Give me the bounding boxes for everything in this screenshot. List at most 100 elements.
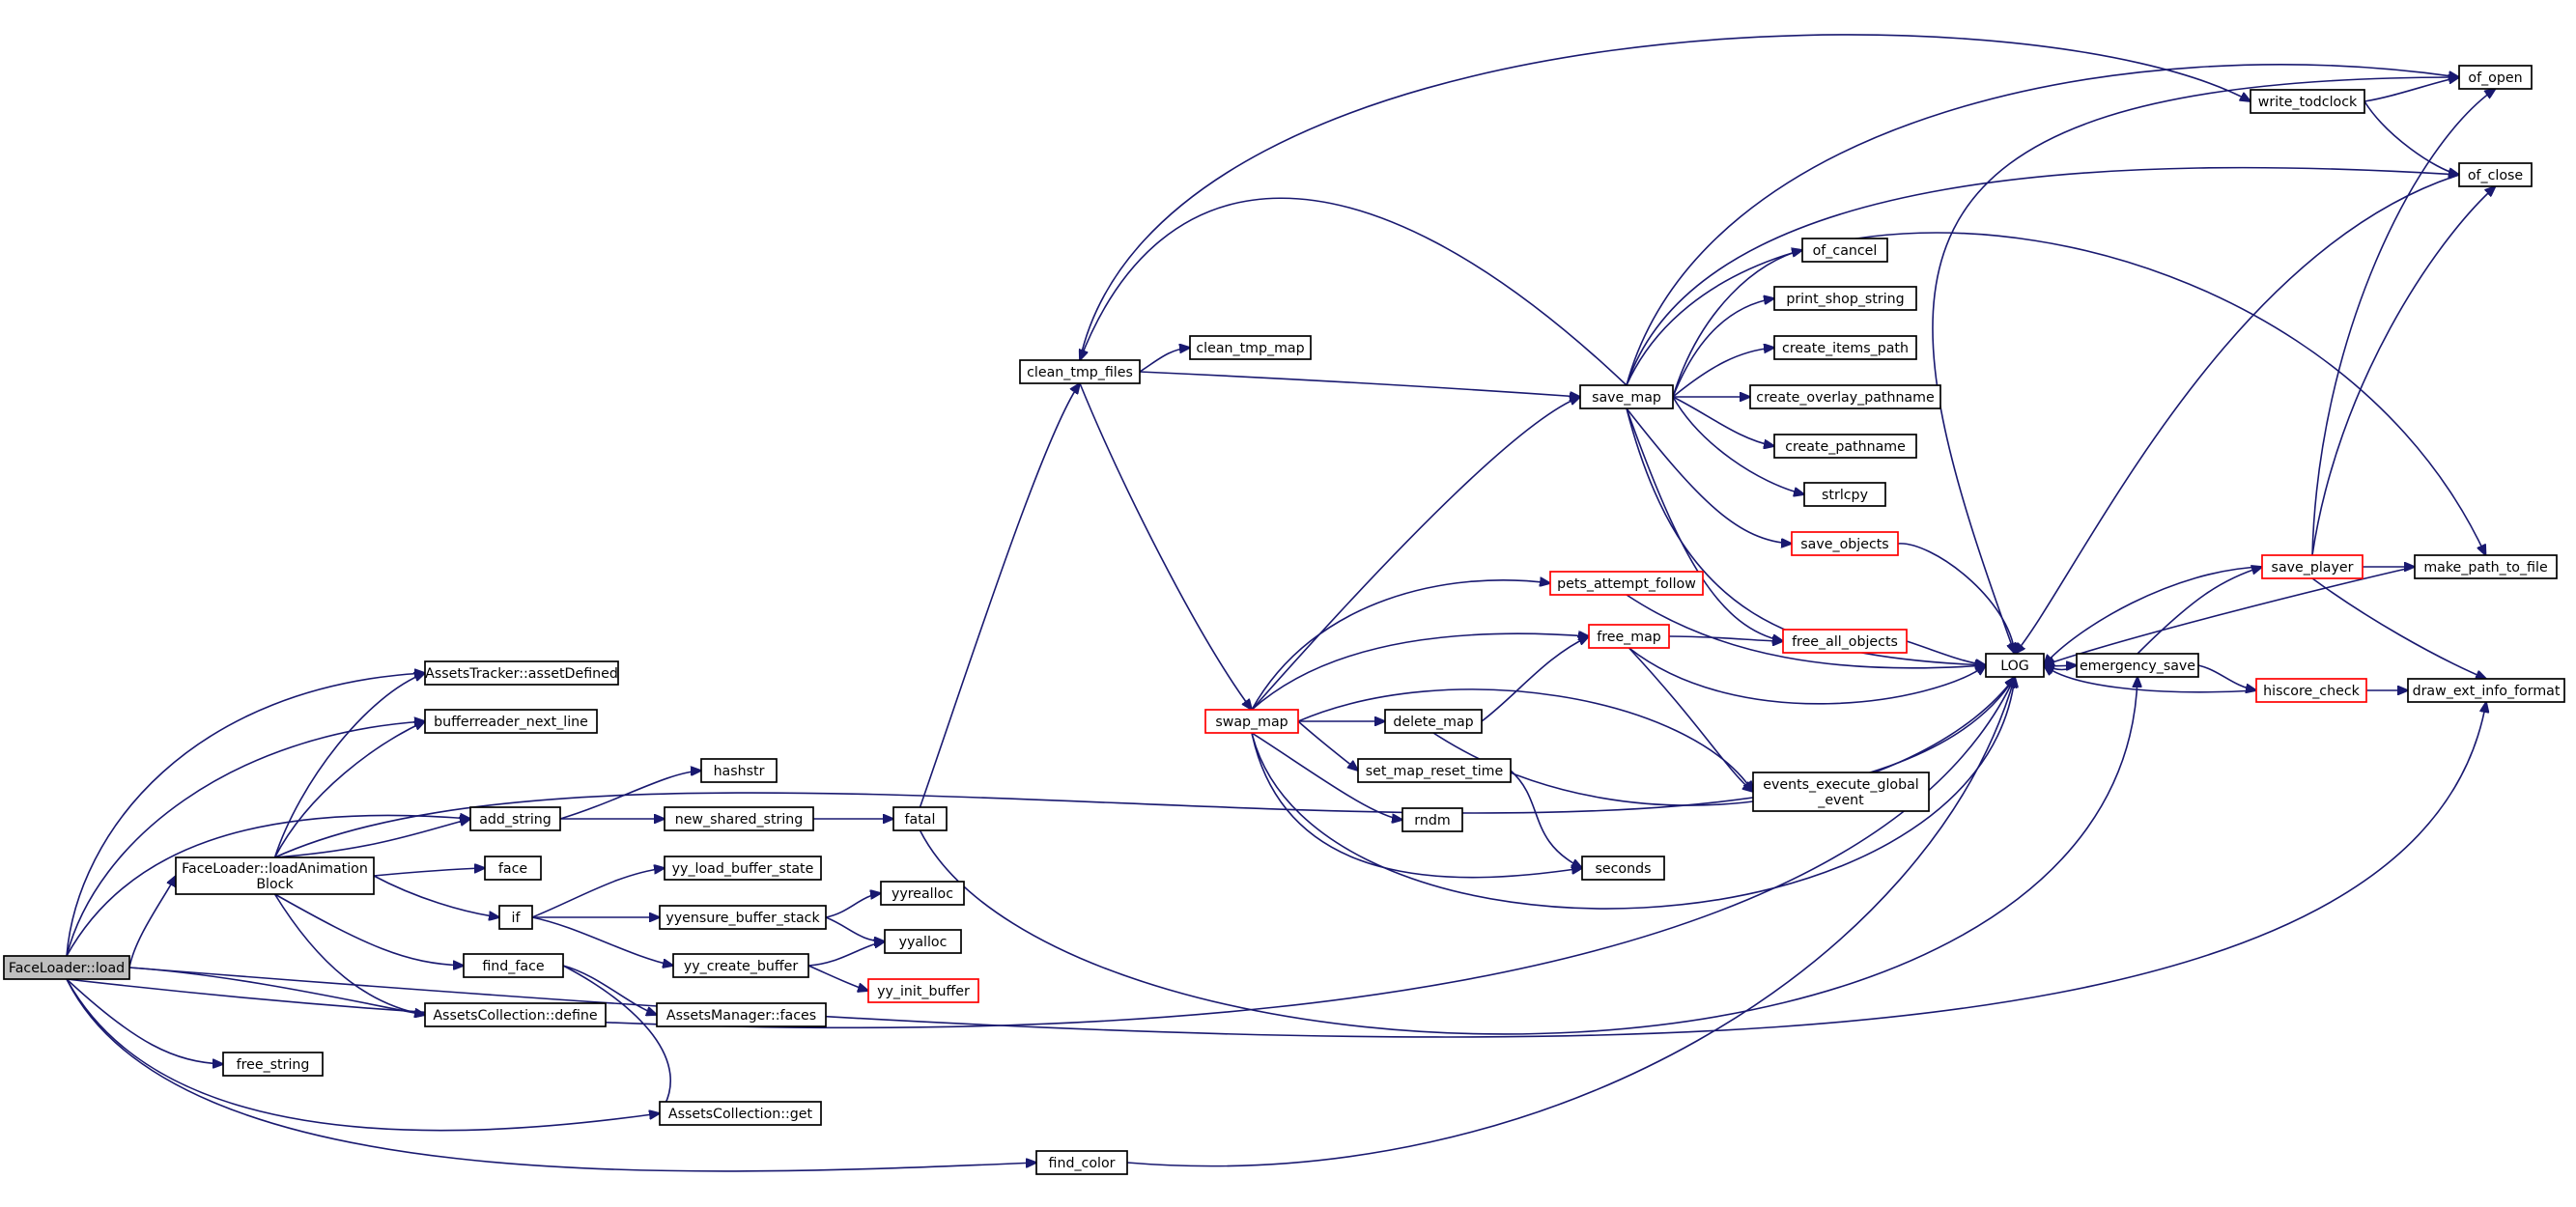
edge-root-to-free_string [66,978,223,1064]
node-label: face [498,861,527,877]
node-rndm[interactable]: rndm [1401,807,1463,832]
node-root[interactable]: FaceLoader::load [3,955,130,980]
node-yyrealloc[interactable]: yyrealloc [880,881,965,906]
edge-save_map-to-strlcpy [1672,396,1804,494]
edge-save_map-to-of_cancel [1672,250,1802,398]
node-free_map[interactable]: free_map [1588,624,1670,649]
node-if[interactable]: if [498,905,533,930]
node-label: of_close [2468,168,2523,183]
edge-save_player-to-draw_ext_info_format [2311,577,2486,679]
node-label: AssetsManager::faces [666,1008,816,1024]
node-label: emergency_save [2080,659,2195,674]
node-create_overlay_pathname[interactable]: create_overlay_pathname [1749,384,1941,409]
node-save_player[interactable]: save_player [2261,554,2364,579]
node-hashstr[interactable]: hashstr [700,758,778,783]
node-label-line2: Block [256,877,294,892]
node-of_open[interactable]: of_open [2458,65,2533,90]
node-create_pathname[interactable]: create_pathname [1773,434,1917,459]
node-strlcpy[interactable]: strlcpy [1803,482,1886,507]
edge-free_map-to-LOG [1628,647,1987,705]
node-save_objects[interactable]: save_objects [1791,531,1899,556]
node-label: hashstr [714,764,765,779]
node-box [2414,554,2558,579]
node-bufNextLine[interactable]: bufferreader_next_line [424,709,598,734]
node-label: events_execute_global [1763,777,1919,793]
edge-save_map-to-create_items_path [1672,348,1774,398]
node-write_todclock[interactable]: write_todclock [2250,89,2365,114]
node-box [1791,531,1899,556]
node-box [656,1002,827,1027]
node-make_path_to_file[interactable]: make_path_to_file [2414,554,2558,579]
node-box [469,806,561,831]
edge-save_map-to-print_shop_string [1672,298,1774,398]
node-free_all_objects[interactable]: free_all_objects [1782,629,1908,654]
node-print_shop_string[interactable]: print_shop_string [1773,286,1917,311]
edge-loadAnim-to-assetDefined [273,673,426,858]
node-label: swap_map [1215,715,1288,730]
edge-root-to-collGet [66,978,660,1132]
node-box [1749,384,1941,409]
node-box [463,953,564,978]
node-yy_create_buffer[interactable]: yy_create_buffer [672,953,809,978]
edge-clean_tmp_files-to-save_map [1139,371,1580,397]
node-box [484,856,542,881]
node-save_map[interactable]: save_map [1579,384,1674,409]
edges-layer [66,34,2496,1172]
node-draw_ext_info_format[interactable]: draw_ext_info_format [2407,678,2565,703]
node-LOG[interactable]: LOG [1985,653,2045,678]
node-set_map_reset_time[interactable]: set_map_reset_time [1357,758,1512,783]
node-fatal[interactable]: fatal [892,806,948,831]
edge-save_player-to-of_close [2311,186,2496,556]
edge-if-to-yy_load_buffer_state [531,868,665,918]
node-find_color[interactable]: find_color [1035,1150,1128,1175]
node-emergency_save[interactable]: emergency_save [2076,653,2199,678]
node-label: create_items_path [1782,341,1909,356]
node-collGet[interactable]: AssetsCollection::get [659,1101,822,1126]
node-hiscore_check[interactable]: hiscore_check [2255,678,2367,703]
edge-clean_tmp_files-to-clean_tmp_map [1139,348,1190,373]
node-events_execute_global_event[interactable]: events_execute_global_event [1752,772,1930,812]
node-clean_tmp_map[interactable]: clean_tmp_map [1189,335,1312,360]
node-label: yyrealloc [892,886,953,902]
node-assetDefined[interactable]: AssetsTracker::assetDefined [424,660,619,686]
node-new_shared_string[interactable]: new_shared_string [664,806,814,831]
node-free_string[interactable]: free_string [222,1052,324,1077]
node-find_face[interactable]: find_face [463,953,564,978]
node-mgrFaces[interactable]: AssetsManager::faces [656,1002,827,1027]
node-label: create_overlay_pathname [1756,390,1934,406]
node-box [1019,359,1141,384]
edge-free_map-to-events_execute_global_event [1628,647,1754,792]
node-yyalloc[interactable]: yyalloc [884,929,962,954]
edge-find_color-to-LOG [1126,677,2015,1167]
edge-root-to-draw_ext_info_format [128,702,2486,1038]
node-delete_map[interactable]: delete_map [1384,709,1483,734]
node-collDefine[interactable]: AssetsCollection::define [424,1002,607,1027]
node-of_cancel[interactable]: of_cancel [1801,238,1888,263]
node-yy_load_buffer_state[interactable]: yy_load_buffer_state [664,856,822,881]
node-label: FaceLoader::load [9,961,125,976]
node-of_close[interactable]: of_close [2458,162,2533,187]
edge-yy_create_buffer-to-yy_init_buffer [807,965,868,991]
edge-root-to-assetDefined [66,673,425,957]
edge-free_map-to-free_all_objects [1668,635,1783,641]
node-box [700,758,778,783]
edge-clean_tmp_files-to-swap_map [1079,382,1252,710]
node-seconds[interactable]: seconds [1581,856,1665,881]
node-yy_init_buffer[interactable]: yy_init_buffer [867,978,979,1003]
edge-yyensure_buffer_stack-to-yyrealloc [825,893,881,918]
node-pets_attempt_follow[interactable]: pets_attempt_follow [1549,571,1704,596]
node-create_items_path[interactable]: create_items_path [1773,335,1917,360]
node-yyensure_buffer_stack[interactable]: yyensure_buffer_stack [659,905,827,930]
node-clean_tmp_files[interactable]: clean_tmp_files [1019,359,1141,384]
node-add_string[interactable]: add_string [469,806,561,831]
node-box [2458,65,2533,90]
node-face[interactable]: face [484,856,542,881]
node-box [175,856,375,895]
node-swap_map[interactable]: swap_map [1204,709,1299,734]
edge-of_close-to-LOG [2015,174,2460,654]
edge-save_map-to-free_all_objects [1626,407,1783,641]
edge-write_todclock-to-of_close [2364,100,2459,175]
node-label: yy_load_buffer_state [672,861,814,877]
edge-yyensure_buffer_stack-to-yyalloc [825,916,885,941]
